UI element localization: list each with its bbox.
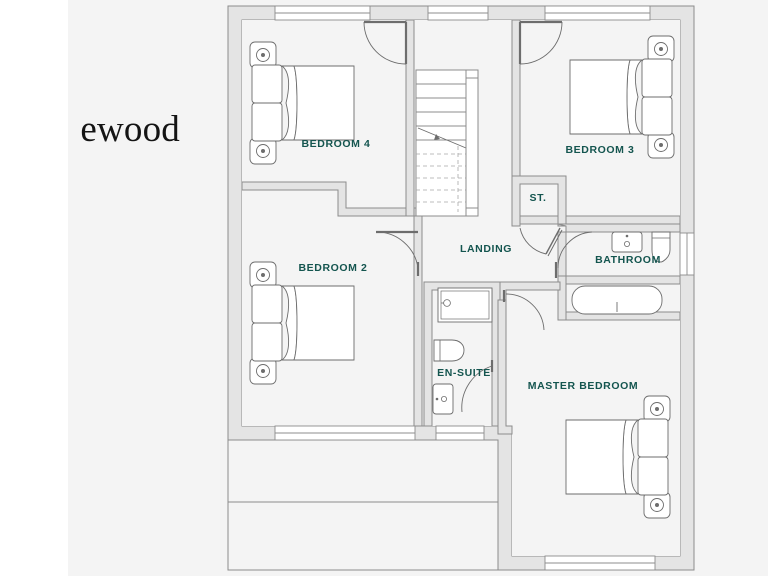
room-label-bedroom3: BEDROOM 3 bbox=[565, 144, 635, 156]
room-label-bathroom: BATHROOM bbox=[595, 254, 661, 266]
room-label-ensuite: EN-SUITE bbox=[437, 367, 491, 379]
window-bottom-left bbox=[274, 425, 416, 441]
bath-tub bbox=[571, 285, 663, 315]
door-ensuite bbox=[461, 360, 494, 413]
room-label-bedroom2: BEDROOM 2 bbox=[298, 262, 368, 274]
door-bedroom2 bbox=[375, 230, 420, 276]
doors bbox=[363, 20, 593, 413]
window-top-left bbox=[274, 5, 371, 21]
door-bathroom bbox=[554, 231, 593, 278]
ensuite-shower bbox=[437, 287, 493, 323]
room-label-bedroom4: BEDROOM 4 bbox=[301, 138, 371, 150]
room-label-masterbedroom: MASTER BEDROOM bbox=[527, 380, 639, 392]
ensuite-wc bbox=[433, 339, 465, 362]
windows bbox=[274, 5, 695, 571]
staircase bbox=[415, 69, 479, 217]
room-label-storage: ST. bbox=[529, 192, 547, 204]
door-storage bbox=[519, 227, 563, 257]
bathroom-basin bbox=[611, 231, 643, 253]
window-bottom-master bbox=[544, 555, 656, 571]
brand-title: ewood bbox=[80, 109, 180, 150]
window-right-bathroom bbox=[679, 232, 695, 276]
window-top-middle bbox=[427, 5, 489, 21]
window-top-right bbox=[544, 5, 651, 21]
room-label-landing: LANDING bbox=[459, 243, 513, 255]
ensuite-basin bbox=[432, 383, 454, 415]
door-bedroom4 bbox=[363, 20, 408, 65]
internal-walls bbox=[241, 19, 681, 435]
bathroom-wc bbox=[651, 231, 671, 263]
door-master bbox=[502, 290, 545, 331]
door-bedroom3 bbox=[518, 20, 563, 65]
window-bottom-middle bbox=[435, 425, 485, 441]
